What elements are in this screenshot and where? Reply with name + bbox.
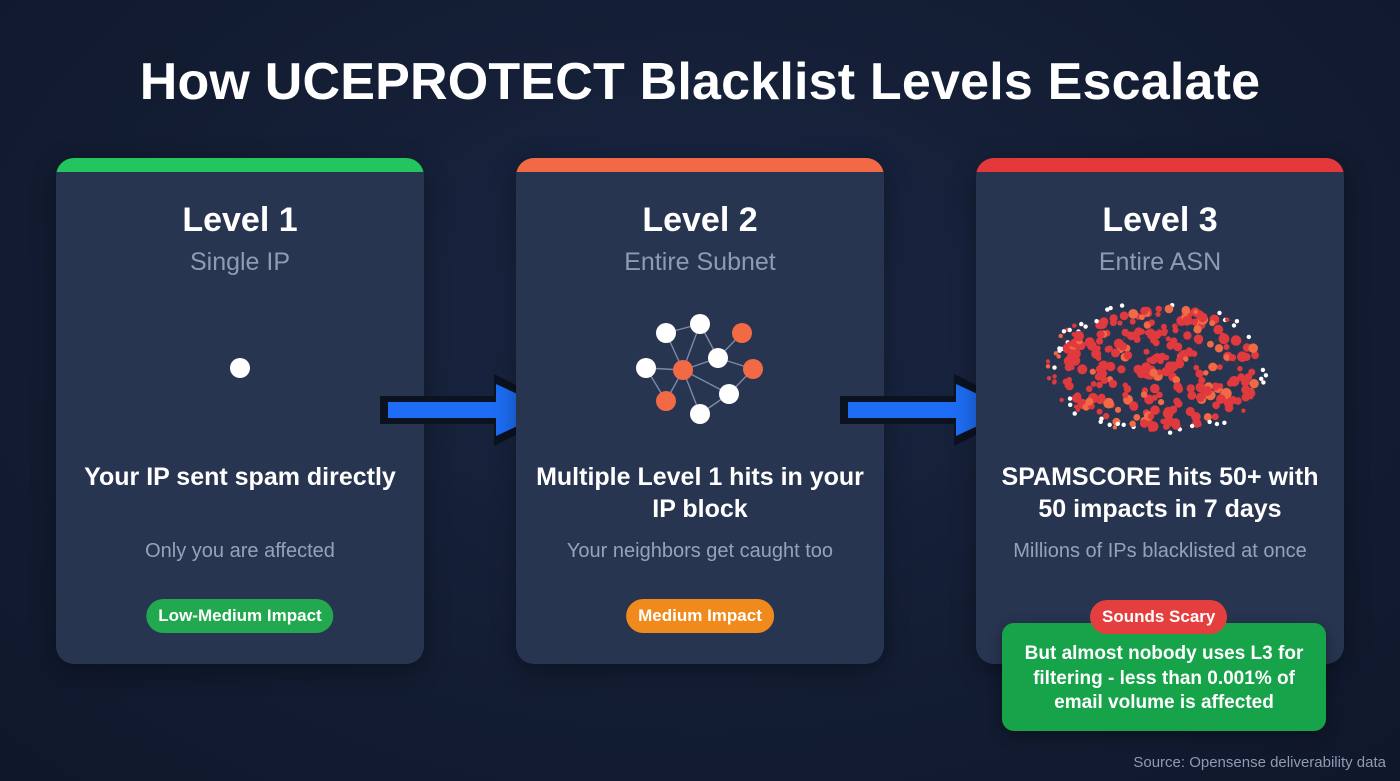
level-3-description: SPAMSCORE hits 50+ with 50 impacts in 7 … [1001, 463, 1319, 523]
single-dot-icon [230, 358, 250, 378]
level-3-scope: Entire ASN [1098, 248, 1222, 276]
level-2-title: Level 2 [642, 201, 758, 239]
level-3-note: Millions of IPs blacklisted at once [1013, 540, 1307, 562]
level-2-scope: Entire Subnet [624, 248, 776, 276]
level-1-note: Only you are affected [145, 540, 335, 562]
level-3-accent-bar [976, 158, 1344, 172]
level-3-title: Level 3 [1102, 201, 1218, 239]
level-1-card: Level 1 Single IP Your IP sent spam dire… [56, 158, 424, 664]
subnet-network-icon [636, 314, 763, 424]
source-credit: Source: Opensense deliverability data [1133, 754, 1386, 771]
level-2-description: Multiple Level 1 hits in your IP block [536, 463, 864, 523]
reassurance-callout: But almost nobody uses L3 for filtering … [1002, 623, 1326, 731]
level-1-description: Your IP sent spam directly [84, 463, 396, 491]
asn-cloud-icon [1045, 303, 1269, 435]
level-1-impact-badge: Low-Medium Impact [146, 599, 334, 633]
level-2-impact-badge: Medium Impact [626, 599, 774, 633]
level-1-scope: Single IP [189, 248, 291, 276]
page-title: How UCEPROTECT Blacklist Levels Escalate [139, 53, 1261, 111]
level-2-accent-bar [516, 158, 884, 172]
level-2-note: Your neighbors get caught too [566, 540, 834, 562]
level-2-card: Level 2 Entire Subnet [516, 158, 884, 664]
level-1-title: Level 1 [182, 201, 298, 239]
level-1-accent-bar [56, 158, 424, 172]
level-3-card: Level 3 Entire ASN SPAMSCORE hits 50+ wi… [976, 158, 1344, 664]
sounds-scary-badge: Sounds Scary [1090, 600, 1228, 634]
